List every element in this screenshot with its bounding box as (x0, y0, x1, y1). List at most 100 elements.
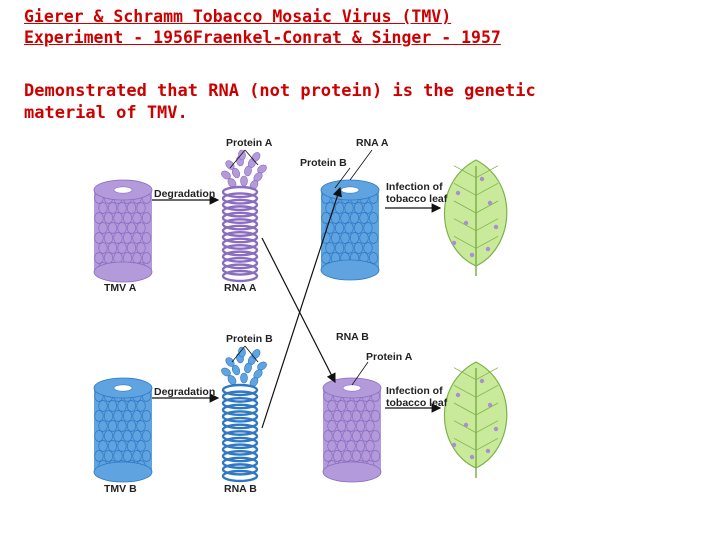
protein-subunit (325, 242, 335, 254)
protein-subunit (344, 222, 354, 234)
protein-subunit (344, 202, 354, 214)
leaf-vein (453, 182, 477, 196)
protein-subunit (365, 440, 375, 452)
leaf-vein (475, 165, 499, 179)
protein-fragment (231, 167, 241, 179)
rna-coil-turn (221, 231, 259, 244)
slide-title: Gierer & Schramm Tobacco Mosaic Virus (T… (24, 6, 704, 48)
protein-subunit (141, 430, 152, 442)
rna-coil-turn (221, 256, 259, 270)
infection-spot (451, 442, 457, 448)
protein-subunit (327, 400, 337, 412)
leaf-vein (453, 437, 477, 451)
protein-subunit (332, 450, 343, 462)
protein-subunit (126, 242, 137, 254)
protein-subunit (332, 430, 343, 442)
protein-subunit (353, 202, 364, 214)
rna-coil-turn (221, 397, 259, 410)
protein-subunit (327, 440, 337, 452)
protein-subunit (353, 222, 364, 234)
protein-subunit (342, 450, 352, 462)
protein-subunit (132, 232, 142, 244)
protein-subunit (98, 222, 108, 234)
protein-subunit (346, 440, 356, 452)
rna-coil-turn (221, 205, 259, 218)
rna-coil-turn (221, 269, 259, 283)
protein-subunit (107, 440, 118, 452)
title-line-1: Gierer & Schramm Tobacco Mosaic Virus (T… (24, 7, 452, 26)
protein-subunit (126, 440, 137, 452)
protein-subunit (365, 400, 375, 412)
slide-body: Demonstrated that RNA (not protein) is t… (24, 80, 704, 124)
rna-coil-turn (221, 185, 259, 199)
leaf-vein (453, 367, 477, 381)
infection-spot (487, 200, 493, 206)
protein-subunit (132, 252, 142, 264)
protein-subunit (122, 430, 133, 442)
protein-subunit (368, 212, 379, 224)
rna-coil-turn (221, 198, 259, 212)
label-tmv-a: TMV A (104, 282, 137, 294)
body-line-2: material of TMV. (24, 103, 188, 123)
protein-subunit (107, 222, 118, 234)
leaf-vein (475, 420, 499, 434)
infection-spot (479, 176, 485, 182)
protein-subunit (346, 420, 356, 432)
leaf-vein (453, 384, 477, 398)
protein-subunit (122, 410, 133, 422)
protein-fragment (221, 367, 231, 377)
protein-subunit (113, 212, 123, 224)
protein-subunit (117, 202, 127, 214)
protein-subunit (340, 212, 350, 224)
tmv-a-virus (93, 179, 153, 283)
rna-coil-turn (221, 390, 259, 403)
protein-subunit (336, 440, 347, 452)
leaf-vein (475, 235, 499, 249)
virus-core-opening (113, 186, 133, 194)
virus-bottom-cap (93, 461, 153, 483)
tobacco-leaf-bottom (443, 361, 508, 478)
protein-fragment (251, 349, 261, 359)
pointer-protein-b (334, 167, 351, 189)
protein-subunit (107, 202, 118, 214)
leaf-vein (453, 165, 477, 179)
rna-coil-turn (221, 469, 259, 483)
protein-fragment (257, 164, 267, 174)
infection-spot (479, 378, 485, 384)
rna-coil-turn (221, 443, 259, 456)
rna-a-coil (221, 185, 259, 283)
protein-subunit (321, 252, 331, 264)
leaf-vein (475, 218, 499, 232)
protein-subunit (349, 232, 360, 244)
hybrid-virus-top (320, 179, 380, 281)
protein-subunit (363, 242, 373, 254)
label-rna-b-bottom: RNA B (336, 331, 369, 343)
infection-spot (493, 224, 499, 230)
protein-subunit (103, 232, 114, 244)
infection-spot (463, 422, 469, 428)
protein-subunit (330, 232, 341, 244)
protein-subunit (113, 410, 123, 422)
protein-fragment (231, 364, 241, 376)
protein-subunit (355, 440, 366, 452)
protein-subunit (136, 440, 146, 452)
virus-core-opening (340, 186, 360, 194)
label-infection-top-1: Infection of (386, 181, 443, 193)
label-protein-b-bottom: Protein B (226, 333, 273, 345)
pointer-protein-b-bottom (231, 345, 246, 363)
virus-core-opening (342, 384, 362, 392)
protein-subunit (370, 450, 381, 462)
rna-coil-turn (221, 456, 259, 469)
virus-bottom-cap (93, 261, 153, 283)
protein-subunit (323, 430, 333, 442)
protein-subunit (132, 430, 142, 442)
tmv-b-virus (93, 377, 153, 483)
protein-subunit (365, 420, 375, 432)
cross-arrow-rna-b (261, 186, 342, 429)
protein-fragment (257, 361, 267, 371)
protein-subunit (349, 212, 360, 224)
tobacco-leaf-top (443, 159, 508, 276)
hybrid-virus-bottom (322, 377, 382, 483)
protein-fragment (238, 149, 246, 161)
